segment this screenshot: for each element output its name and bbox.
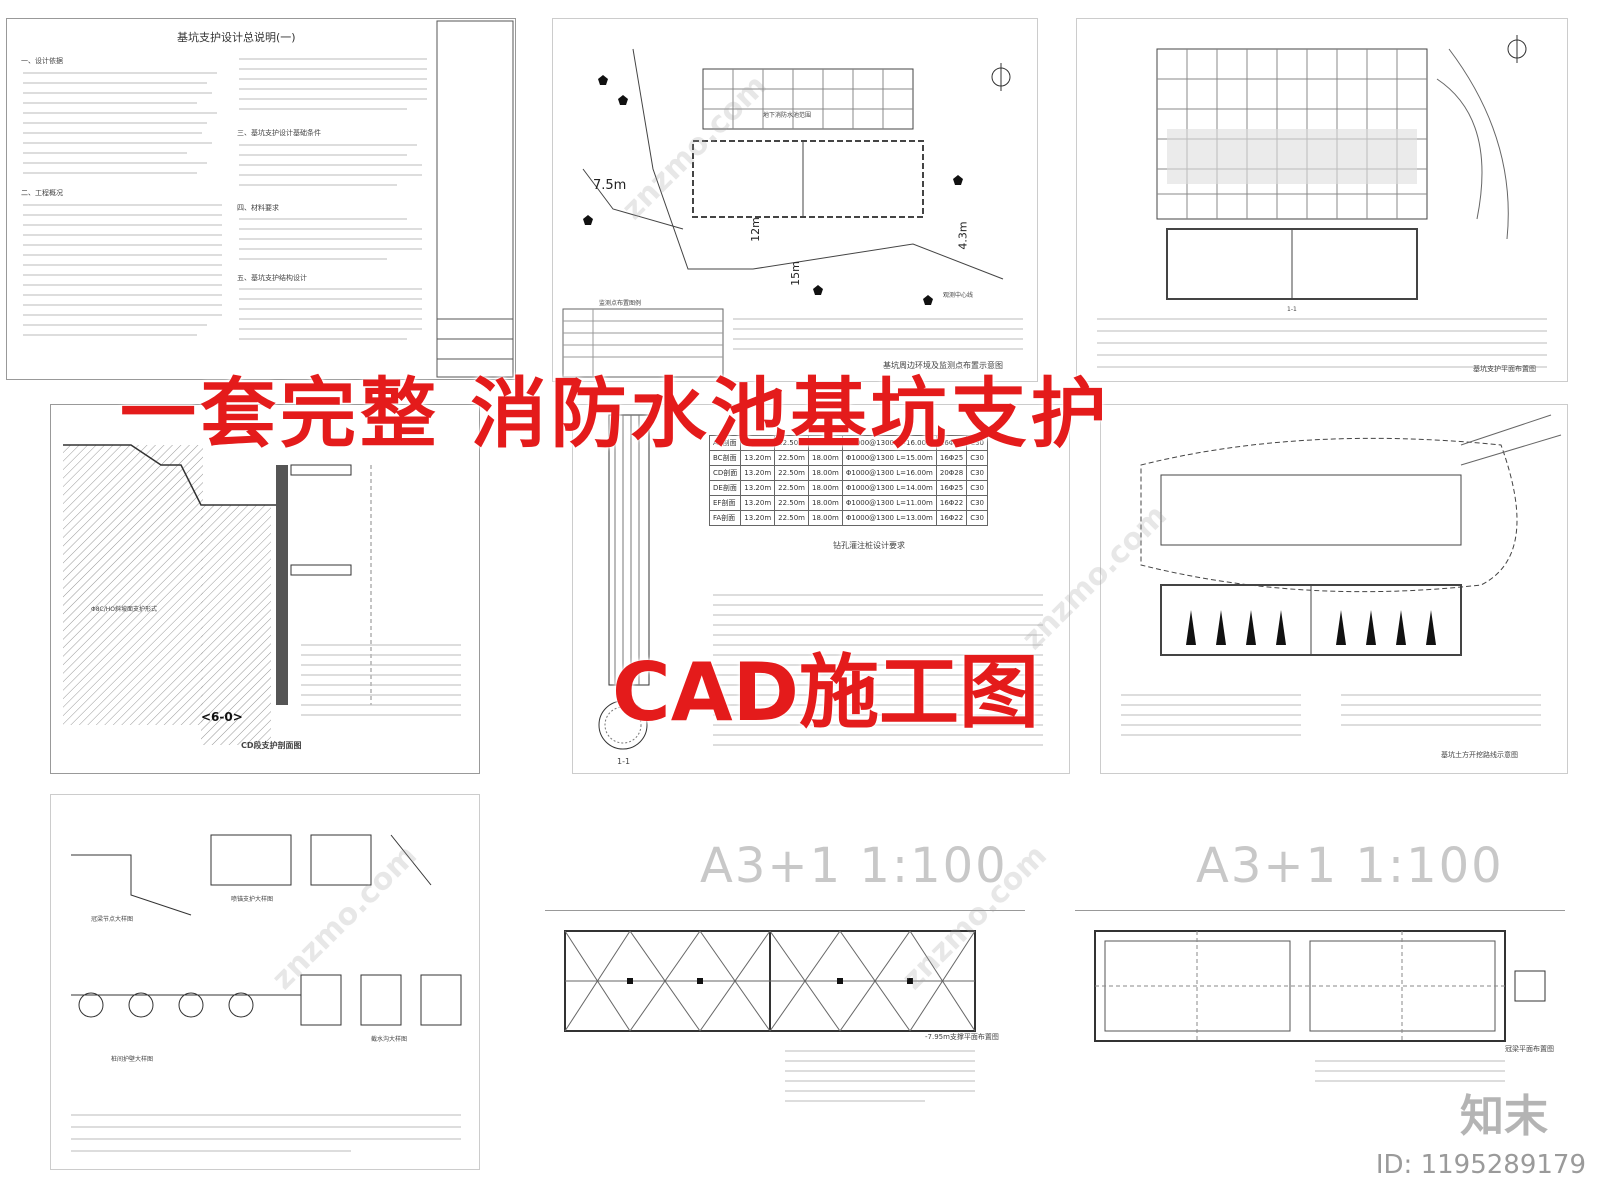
table-cell: 16Φ25 bbox=[935, 480, 968, 496]
site-caption: 基坑周边环境及监测点布置示意图 bbox=[883, 361, 1003, 370]
table-cell: 22.50m bbox=[774, 510, 809, 526]
detail-caption-a: 冠梁节点大样图 bbox=[91, 916, 134, 923]
table-cell: 18.00m bbox=[808, 465, 843, 481]
structure-caption: 基坑支护平面布置图 bbox=[1473, 365, 1536, 373]
notes-section-4: 四、材料要求 bbox=[237, 204, 279, 212]
detail-caption-b: 桩间护壁大样图 bbox=[111, 1056, 154, 1063]
sheet-general-notes: 基坑支护设计总说明(一) 一、设计依据 二、工程概况 三、基坑支护设计基础条件 … bbox=[6, 18, 516, 380]
sheet-site-plan: 7.5m 12m 15m 4.3m 地下消防水池范围 观测中心线 监测点布置图例… bbox=[552, 18, 1038, 382]
table-cell: 13.20m bbox=[740, 480, 776, 496]
detail-caption-d: 截水沟大样图 bbox=[371, 1036, 408, 1043]
site-dim-d: 4.3m bbox=[956, 221, 970, 250]
banner-subtitle: CAD施工图 bbox=[612, 646, 1040, 739]
details-drawing bbox=[71, 834, 462, 1152]
structure-section-mark: 1-1 bbox=[1287, 306, 1297, 313]
table-cell: Φ1000@1300 L=13.00m bbox=[841, 510, 937, 526]
sheet-structure-plan: 1-1 基坑支护平面布置图 bbox=[1076, 18, 1568, 382]
table-cell: DE剖面 bbox=[708, 480, 742, 496]
site-plan-drawing bbox=[562, 48, 1023, 378]
table-cell: EF剖面 bbox=[708, 495, 742, 511]
section-cd-caption: CD段支护剖面图 bbox=[241, 741, 302, 750]
table-cell: 18.00m bbox=[808, 495, 843, 511]
plan-b-caption: 冠梁平面布置图 bbox=[1505, 1045, 1554, 1053]
table-cell: CD剖面 bbox=[708, 465, 742, 481]
table-cell: 22.50m bbox=[774, 495, 809, 511]
sheet-plan-a: -7.95m支撑平面布置图 bbox=[545, 910, 1025, 1151]
table-cell: 13.20m bbox=[740, 510, 776, 526]
excavation-route-drawing bbox=[1121, 414, 1562, 736]
plan-a-caption: -7.95m支撑平面布置图 bbox=[925, 1033, 999, 1041]
site-dim-b: 12m bbox=[748, 217, 762, 242]
table-cell: Φ1000@1300 L=16.00m bbox=[841, 465, 937, 481]
pile-section-mark: 1-1 bbox=[617, 757, 631, 766]
site-legend-title: 监测点布置图例 bbox=[599, 300, 642, 307]
section-cd-note: Φ8C/HO斜坡面支护形式 bbox=[91, 606, 157, 613]
plan-b-scale: A3+1 1:100 bbox=[1196, 838, 1504, 894]
plan-b-drawing bbox=[1094, 930, 1546, 1082]
table-cell: Φ1000@1300 L=14.00m bbox=[841, 480, 937, 496]
notes-section-2: 二、工程概况 bbox=[21, 189, 63, 197]
table-cell: 20Φ28 bbox=[935, 465, 968, 481]
table-cell: C30 bbox=[966, 510, 988, 526]
plan-a-scale: A3+1 1:100 bbox=[700, 838, 1008, 894]
pile-section-drawing bbox=[598, 414, 1043, 750]
table-cell: FA剖面 bbox=[708, 510, 742, 526]
notes-section-5: 五、基坑支护结构设计 bbox=[237, 274, 307, 282]
sheet-plan-b: 冠梁平面布置图 bbox=[1075, 910, 1565, 1151]
table-cell: 13.20m bbox=[740, 495, 776, 511]
table-cell: 18.00m bbox=[808, 480, 843, 496]
notes-section-1: 一、设计依据 bbox=[21, 57, 63, 65]
sheet-section-cd: Φ8C/HO斜坡面支护形式 <6-0> CD段支护剖面图 bbox=[50, 404, 480, 774]
watermark-logo: 知末 bbox=[1460, 1091, 1548, 1142]
pile-table-caption: 钻孔灌注桩设计要求 bbox=[833, 541, 905, 550]
table-cell: C30 bbox=[966, 480, 988, 496]
table-cell: C30 bbox=[966, 465, 988, 481]
site-label-a: 地下消防水池范围 bbox=[763, 112, 812, 119]
excavation-caption: 基坑土方开挖路线示意图 bbox=[1441, 751, 1518, 759]
notes-section-3: 三、基坑支护设计基础条件 bbox=[237, 129, 321, 137]
table-cell: 22.50m bbox=[774, 480, 809, 496]
site-label-b: 观测中心线 bbox=[943, 292, 974, 299]
notes-title: 基坑支护设计总说明(一) bbox=[177, 31, 296, 44]
structure-plan-drawing bbox=[1097, 35, 1547, 368]
detail-caption-c: 喷锚支护大样图 bbox=[231, 896, 274, 903]
sheet-details: 冠梁节点大样图 桩间护壁大样图 喷锚支护大样图 截水沟大样图 bbox=[50, 794, 480, 1170]
notes-frame bbox=[436, 20, 514, 378]
site-dim-c: 15m bbox=[788, 261, 802, 286]
banner-title: 一套完整 消防水池基坑支护 bbox=[120, 369, 1111, 458]
sheet-excavation-route: 基坑土方开挖路线示意图 bbox=[1100, 404, 1568, 774]
table-cell: 16Φ22 bbox=[935, 510, 968, 526]
watermark-id: ID: 1195289179 bbox=[1375, 1150, 1586, 1180]
section-cd-dim: <6-0> bbox=[201, 710, 243, 724]
table-cell: C30 bbox=[966, 495, 988, 511]
plan-a-drawing bbox=[564, 930, 976, 1102]
section-cd-drawing bbox=[63, 444, 461, 745]
table-cell: 22.50m bbox=[774, 465, 809, 481]
table-cell: 18.00m bbox=[808, 510, 843, 526]
site-dim-a: 7.5m bbox=[593, 178, 627, 193]
table-cell: 16Φ22 bbox=[935, 495, 968, 511]
table-cell: 13.20m bbox=[740, 465, 776, 481]
table-cell: Φ1000@1300 L=11.00m bbox=[841, 495, 937, 511]
